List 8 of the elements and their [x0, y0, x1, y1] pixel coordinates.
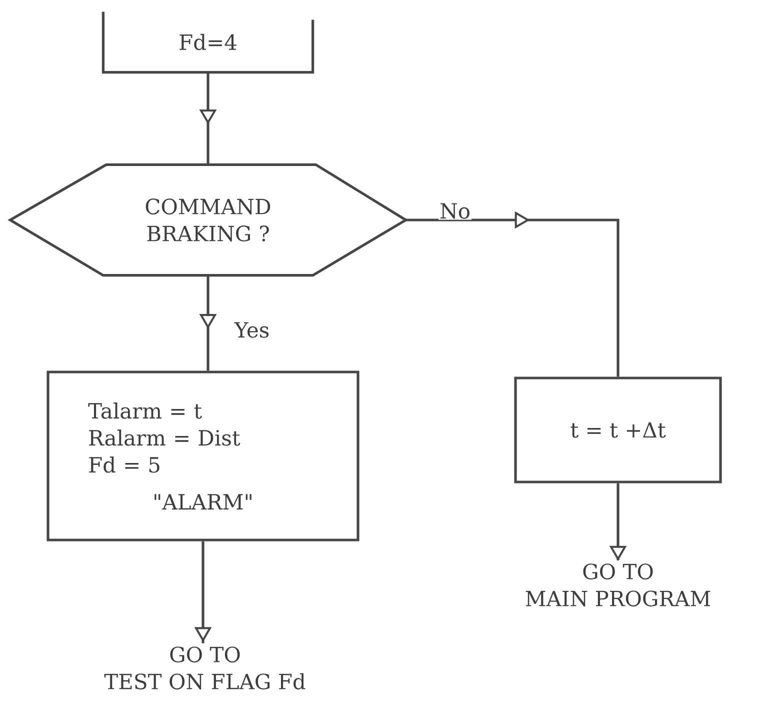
edge-label: No [438, 202, 472, 220]
open-box: Fd=4 [102, 12, 314, 74]
goto-text: GO TO MAIN PROGRAM [526, 564, 710, 606]
arrow [406, 211, 620, 377]
process-box: t = t +Δt [514, 376, 722, 484]
process-box: Talarm = t Ralarm = Dist Fd = 5 "ALARM" [46, 370, 360, 542]
goto-text: GO TO TEST ON FLAG Fd [104, 646, 306, 690]
edge-label: Yes [233, 321, 271, 339]
